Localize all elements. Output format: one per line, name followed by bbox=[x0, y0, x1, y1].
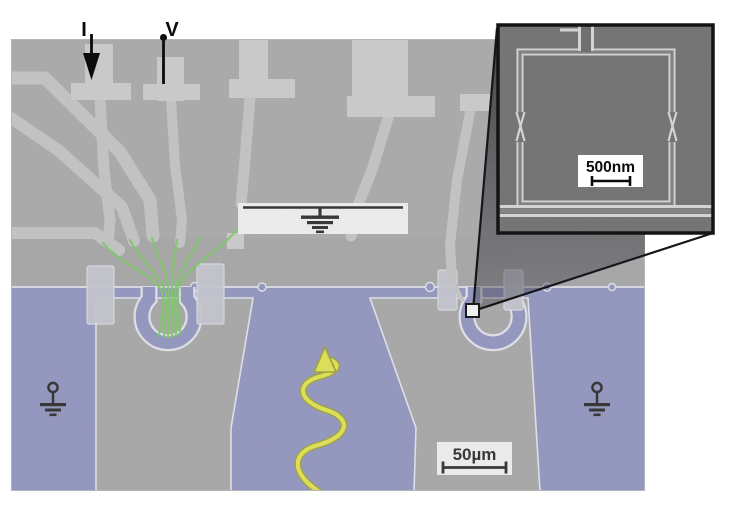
callout-line bbox=[471, 27, 499, 312]
inset-noise-texture bbox=[498, 25, 713, 233]
micrograph-border bbox=[11, 39, 645, 491]
voltage-label: V bbox=[165, 19, 179, 41]
inset-sem-squid: 500nm bbox=[498, 25, 713, 233]
callout-line bbox=[472, 231, 714, 313]
down-arrow-icon bbox=[83, 34, 100, 80]
current-label: I bbox=[81, 19, 87, 41]
probe-dot-line-icon bbox=[160, 34, 167, 84]
current-annotation: I bbox=[81, 19, 100, 80]
callout-shadow bbox=[473, 39, 645, 311]
voltage-annotation: V bbox=[160, 19, 179, 84]
scale-bar-500nm: 500nm bbox=[578, 155, 643, 187]
zoom-target-square-icon bbox=[465, 303, 480, 318]
inset-border bbox=[496, 23, 715, 235]
scale-bar-500nm-label: 500nm bbox=[586, 159, 635, 176]
